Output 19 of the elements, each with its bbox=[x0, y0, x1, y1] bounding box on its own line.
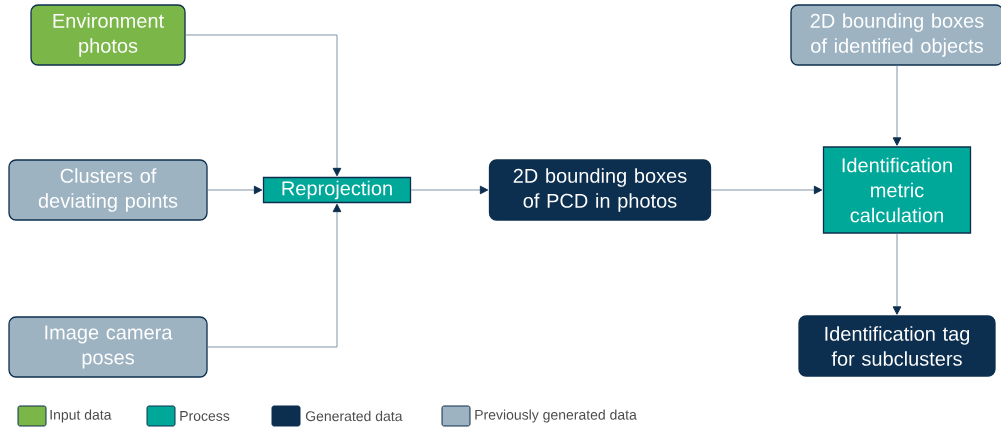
data-box: 2D bounding boxes of identified objects bbox=[790, 4, 1001, 66]
process-box: Reprojection bbox=[262, 176, 412, 204]
output-box: Identification tag for subclusters bbox=[798, 315, 996, 377]
output-box: 2D bounding boxes of PCD in photos bbox=[488, 159, 712, 221]
process-box: Identification metric calculation bbox=[822, 146, 972, 234]
arrow bbox=[185, 34, 342, 177]
arrow bbox=[892, 65, 902, 146]
arrow bbox=[710, 185, 823, 195]
legend-label: Previously generated data bbox=[475, 409, 637, 423]
legend-label: Generated data bbox=[305, 410, 403, 422]
arrow bbox=[410, 185, 489, 195]
data-box: Clusters of deviating points bbox=[8, 159, 208, 221]
data-box: Image camera poses bbox=[8, 316, 208, 378]
legend-label: Process bbox=[180, 411, 230, 421]
arrow bbox=[207, 203, 342, 348]
arrow bbox=[892, 233, 902, 315]
arrow bbox=[207, 185, 263, 195]
input-box: Environment photos bbox=[30, 4, 186, 66]
legend-label: Input data bbox=[50, 409, 112, 423]
